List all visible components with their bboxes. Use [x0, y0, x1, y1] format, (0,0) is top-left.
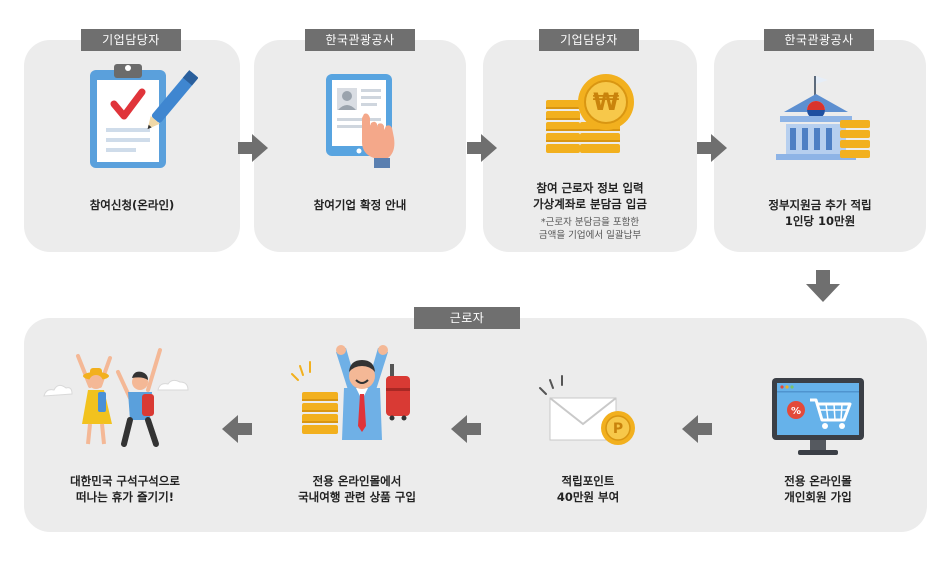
step-8-label: 대한민국 구석구석으로 떠나는 휴가 즐기기!: [70, 474, 180, 504]
arrow-left-icon: [222, 415, 252, 443]
step-7-label: 전용 온라인몰에서 국내여행 관련 상품 구입: [298, 474, 416, 504]
step-4-label: 정부지원금 추가 적립 1인당 10만원: [768, 198, 872, 228]
travel-couple-icon: [43, 348, 189, 447]
tablet-profile-icon: [326, 74, 395, 168]
won-coin-stack-icon: ₩: [546, 74, 634, 153]
arrow-down-icon: [806, 270, 840, 302]
svg-text:%: %: [791, 406, 801, 417]
step-5-label: 전용 온라인몰 개인회원 가입: [784, 474, 852, 504]
envelope-point-icon: P: [539, 375, 635, 445]
bottom-tag: 근로자: [414, 307, 520, 329]
step-6-label: 적립포인트 40만원 부여: [556, 474, 620, 504]
arrow-left-icon: [451, 415, 481, 443]
arrow-right-icon: [697, 134, 727, 162]
happy-traveler-icon: [291, 345, 410, 440]
step-3-tag: 기업담당자: [539, 29, 639, 51]
step-3-label: 참여 근로자 정보 입력 가상계좌로 분담금 입금: [533, 181, 647, 211]
step-2-tag: 한국관광공사: [305, 29, 415, 51]
step-3-note: *근로자 분담금을 포함한 금액을 기업에서 일괄납부: [538, 217, 642, 241]
svg-text:₩: ₩: [593, 88, 620, 116]
clipboard-check-icon: [90, 64, 198, 168]
svg-text:P: P: [613, 421, 623, 437]
arrow-left-icon: [682, 415, 712, 443]
arrow-right-icon: [238, 134, 268, 162]
step-1-label: 참여신청(온라인): [89, 198, 175, 212]
online-shop-monitor-icon: %: [772, 378, 864, 455]
government-building-icon: [776, 76, 870, 160]
arrow-right-icon: [467, 134, 497, 162]
step-1-tag: 기업담당자: [81, 29, 181, 51]
step-2-label: 참여기업 확정 안내: [313, 198, 407, 212]
step-4-tag: 한국관광공사: [764, 29, 874, 51]
